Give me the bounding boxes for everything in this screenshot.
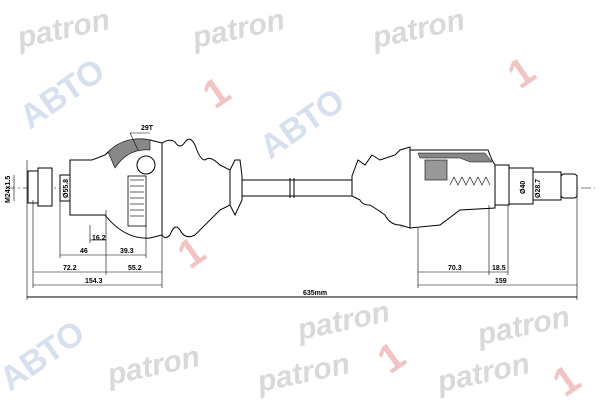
- label-39-3: 39.3: [120, 248, 134, 255]
- spring: [449, 176, 491, 186]
- shaft: [5, 138, 595, 239]
- dimension-labels: M24x1.5 Ø55.8 29T 16.2 46 39.3 72.2 55.2…: [5, 125, 542, 297]
- watermark-one: 1: [195, 69, 238, 118]
- watermark-patron: patron: [104, 340, 203, 392]
- spline-ring: [127, 175, 147, 227]
- inner-boot: [351, 146, 411, 229]
- watermark-avto: АВТО: [253, 81, 352, 166]
- label-16-2: 16.2: [92, 235, 106, 242]
- watermark-patron: patron: [434, 347, 533, 399]
- label-diameter-40: Ø40: [520, 181, 527, 194]
- flange: [494, 164, 510, 206]
- shaft-bar: [241, 179, 353, 197]
- label-18-5: 18.5: [492, 265, 506, 272]
- watermark-avto: АВТО: [0, 313, 92, 398]
- label-diameter-28-7: Ø28.7: [535, 179, 542, 198]
- label-159: 159: [495, 278, 507, 285]
- label-154-3: 154.3: [85, 278, 103, 285]
- watermark-patron: patron: [189, 3, 288, 55]
- label-46: 46: [80, 248, 88, 255]
- label-55-2: 55.2: [128, 265, 142, 272]
- outer-boot: [161, 138, 231, 238]
- label-70-3: 70.3: [448, 265, 462, 272]
- label-teeth: 29T: [141, 125, 154, 132]
- watermark-patron: patron: [294, 295, 393, 347]
- watermark-one: 1: [545, 357, 588, 400]
- watermark-one: 1: [370, 334, 413, 383]
- watermark-patron: patron: [14, 3, 113, 55]
- label-total-length: 635mm: [303, 290, 327, 297]
- watermark-patron: patron: [474, 300, 573, 352]
- watermark-patron: patron: [254, 347, 353, 399]
- label-outer-diameter: Ø55.8: [63, 179, 70, 198]
- watermark-one: 1: [500, 49, 543, 98]
- dimension-lines: [13, 132, 578, 300]
- watermark-avto: АВТО: [13, 51, 112, 136]
- label-thread: M24x1.5: [5, 176, 12, 203]
- watermark-patron: patron: [369, 3, 468, 55]
- label-72-2: 72.2: [63, 265, 77, 272]
- inner-stub: [508, 167, 534, 205]
